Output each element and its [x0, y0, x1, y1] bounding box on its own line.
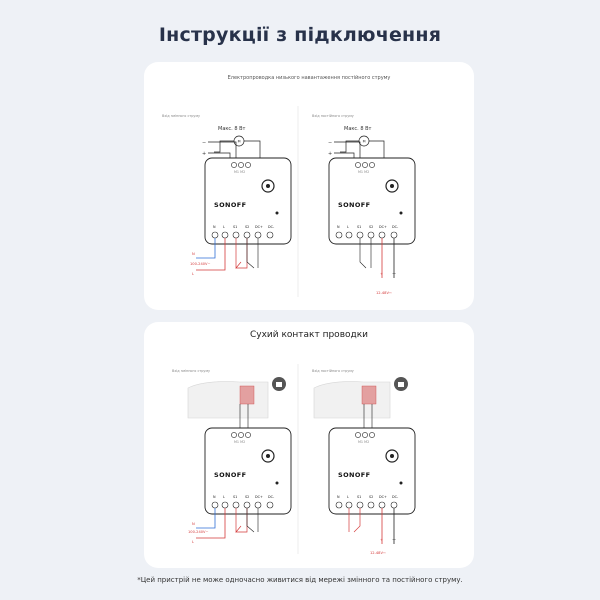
- s1-left-brand: SONOFF: [214, 201, 246, 209]
- s2-left-sublabel: Вхід змінного струму: [172, 369, 210, 373]
- s1-right-motor-wire: [340, 140, 385, 162]
- s2-left-neutral-label: N: [192, 522, 195, 526]
- s1-left-power: Макс. 8 Вт: [218, 126, 246, 132]
- svg-text:S1: S1: [233, 225, 237, 229]
- s1-right-minus: −: [328, 140, 332, 146]
- svg-text:N: N: [337, 495, 340, 499]
- s2-right-garage-opener: [313, 381, 391, 419]
- s1-right-switch: [359, 238, 372, 269]
- svg-text:L: L: [223, 225, 225, 229]
- svg-text:DC+: DC+: [379, 495, 387, 499]
- s1-left-live-label: L: [192, 272, 194, 276]
- s2-left-top-label: M1 M2: [234, 440, 245, 444]
- s1-right-sublabel: Вхід постійного струму: [312, 114, 354, 118]
- svg-text:S1: S1: [357, 495, 361, 499]
- svg-text:S1: S1: [357, 225, 361, 229]
- s1-right-brand: SONOFF: [338, 201, 370, 209]
- s1-left-led-icon: [275, 211, 279, 215]
- s1-left-voltage: 100-240V~: [190, 262, 211, 266]
- section2-diagram: Вхід змінного струму M1 M2 SONOFF N L S1 S2…: [172, 364, 416, 555]
- page-title: Інструкції з підключення: [158, 24, 442, 46]
- s1-left-wifi-button-icon: [261, 179, 275, 193]
- section1-diagram: Вхід змінного струму Макс. 8 Вт M − + M1…: [162, 106, 416, 297]
- svg-text:N: N: [213, 495, 216, 499]
- s1-right-plus-sign: +: [380, 272, 383, 276]
- svg-text:L: L: [223, 495, 225, 499]
- svg-text:DC+: DC+: [379, 225, 387, 229]
- section1-caption: Електропроводка низького навантаження по…: [227, 75, 391, 81]
- svg-text:S2: S2: [369, 495, 373, 499]
- svg-text:DC-: DC-: [392, 225, 399, 229]
- s2-right-sublabel: Вхід постійного струму: [312, 369, 354, 373]
- s1-left-sublabel: Вхід змінного струму: [162, 114, 200, 118]
- s2-left-garage-opener: [187, 381, 269, 419]
- s2-right-device: [328, 427, 416, 515]
- svg-text:+: +: [380, 538, 383, 542]
- svg-text:−: −: [392, 537, 396, 543]
- s1-right-top-label: M1 M2: [358, 170, 369, 174]
- s2-left-voltage: 100-240V~: [188, 530, 209, 534]
- s2-right-terminals: N L S1 S2 DC+ DC-: [335, 495, 399, 509]
- s1-left-motor-label: M: [238, 139, 241, 143]
- s1-left-motor-wire: [214, 140, 261, 162]
- s2-right-top-label: M1 M2: [358, 440, 369, 444]
- s1-left-minus: −: [202, 140, 206, 146]
- svg-text:DC-: DC-: [392, 495, 399, 499]
- s1-left-neutral-wire: [196, 238, 216, 259]
- section2-caption: Сухий контакт проводки: [249, 330, 369, 340]
- svg-text:DC-: DC-: [268, 495, 275, 499]
- s2-right-diagram: Вхід постійного струму M1 M2 SONOFF N L S1…: [312, 369, 416, 555]
- s1-left-wifi-dot-icon: [266, 184, 270, 188]
- s2-left-live-label: L: [192, 540, 194, 544]
- svg-text:N: N: [213, 225, 216, 229]
- footnote: *Цей пристрій не може одночасно живитися…: [137, 576, 463, 584]
- s1-left-screw-1: [231, 162, 237, 168]
- svg-text:L: L: [347, 495, 349, 499]
- s1-left-neutral-label: N: [192, 252, 195, 256]
- svg-text:S1: S1: [233, 495, 237, 499]
- svg-text:S2: S2: [369, 225, 373, 229]
- s2-left-terminals: N L S1 S2 DC+ DC-: [211, 495, 275, 509]
- s2-right-brand: SONOFF: [338, 471, 370, 479]
- s1-right-minus-sign: −: [392, 271, 396, 277]
- s1-right-power: Макс. 8 Вт: [344, 126, 372, 132]
- s2-left-diagram: Вхід змінного струму M1 M2 SONOFF N L S1 S2…: [172, 369, 292, 544]
- s1-left-live-wire: [196, 238, 226, 271]
- svg-text:S2: S2: [245, 225, 249, 229]
- s2-left-wifi-button-icon: [261, 449, 275, 463]
- s1-right-led-icon: [399, 211, 403, 215]
- s2-right-wifi-button-icon: [385, 449, 399, 463]
- svg-text:L: L: [347, 225, 349, 229]
- s1-right-diagram: Вхід постійного струму Макс. 8 Вт M − + …: [312, 114, 416, 295]
- s1-right-plus: +: [328, 151, 332, 157]
- svg-text:DC+: DC+: [255, 495, 263, 499]
- s1-left-screw-3: [245, 162, 251, 168]
- s1-right-wifi-button-icon: [385, 179, 399, 193]
- s2-left-device: [204, 427, 292, 515]
- svg-text:DC-: DC-: [268, 225, 275, 229]
- s2-right-voltage: 12-48V⎓: [370, 551, 386, 555]
- low-load-dc-wiring-card: Електропроводка низького навантаження по…: [144, 62, 474, 310]
- dry-contact-wiring-card: Сухий контакт проводки Вхід змінного стр…: [144, 322, 474, 568]
- s2-left-opener-port: [239, 385, 255, 405]
- s1-left-plus: +: [202, 151, 206, 157]
- s2-left-brand: SONOFF: [214, 471, 246, 479]
- s1-left-device: [204, 157, 292, 245]
- svg-text:S2: S2: [245, 495, 249, 499]
- s1-left-screw-2: [238, 162, 244, 168]
- s1-left-diagram: Вхід змінного струму Макс. 8 Вт M − + M1…: [162, 114, 292, 276]
- s1-right-motor-label: M: [363, 139, 366, 143]
- svg-text:DC+: DC+: [255, 225, 263, 229]
- s1-right-voltage: 12-48V⎓: [376, 291, 392, 295]
- svg-text:N: N: [337, 225, 340, 229]
- s1-right-device: [328, 157, 416, 245]
- s1-left-top-label: M1 M2: [234, 170, 245, 174]
- s1-right-terminals: N L S1 S2 DC+ DC-: [335, 225, 399, 239]
- s1-left-switch-2: [246, 238, 259, 269]
